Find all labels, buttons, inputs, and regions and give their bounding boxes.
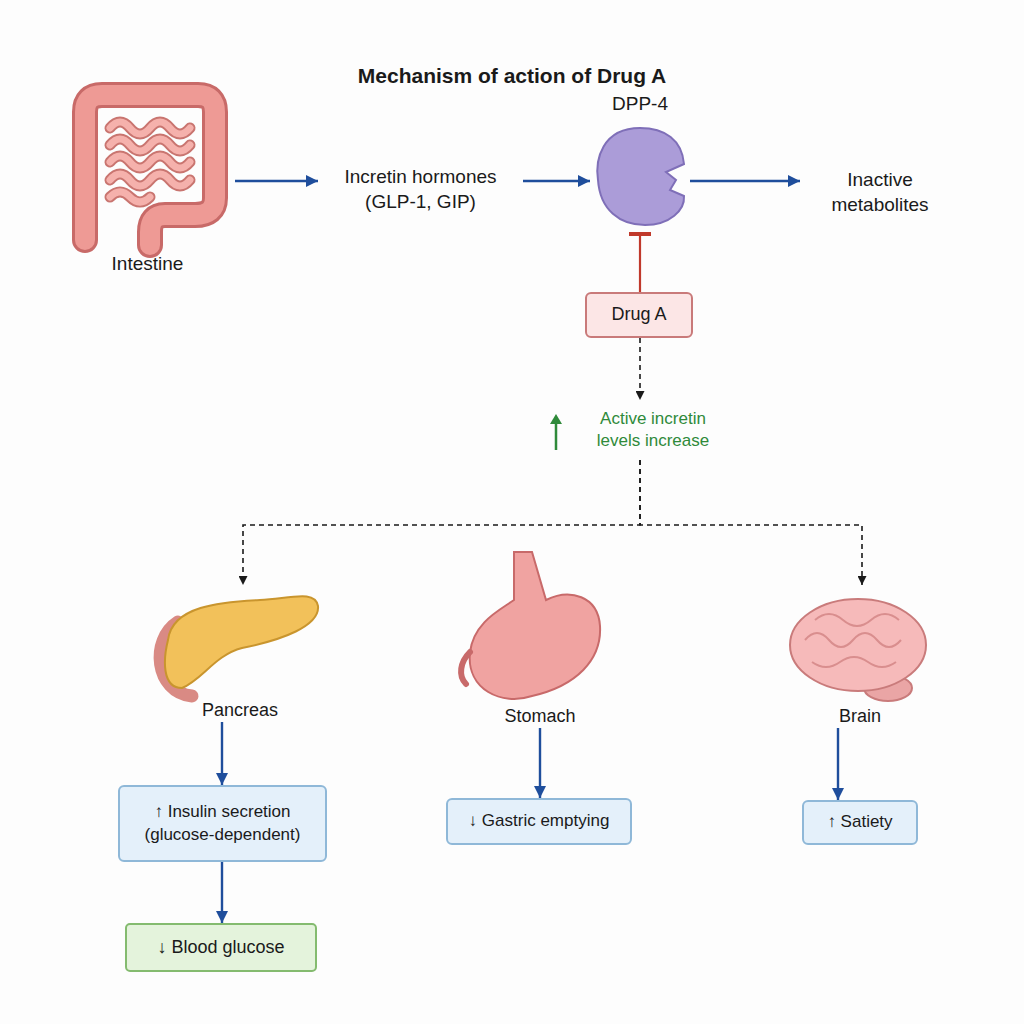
flow-arrow (539, 728, 541, 798)
metabolite-label: Inactive metabolites (800, 160, 960, 226)
flow-arrow (837, 728, 839, 800)
flow-arrow (640, 460, 862, 585)
dpp4-enzyme (597, 128, 684, 225)
flow-arrow (221, 722, 223, 785)
pancreas-illustration (165, 596, 318, 688)
flow-arrow (690, 180, 800, 182)
increase-arrow (555, 422, 558, 450)
drug-box: Drug A (585, 292, 693, 338)
node-text: ↓ Gastric emptying (469, 810, 610, 832)
brain-gyri (805, 614, 901, 667)
node-text: Brain (839, 705, 881, 728)
effect-box: ↑ Satiety (802, 800, 918, 845)
flow-arrow (221, 862, 223, 923)
node-text: Incretin hormones (GLP-1, GIP) (318, 165, 523, 214)
effect-label: Active incretin levels increase (578, 400, 728, 460)
flow-arrow (243, 460, 640, 585)
organ-illustration: Pancreas (150, 585, 330, 722)
node-text: Intestine (112, 252, 184, 277)
organ-illustration: Brain (780, 585, 940, 728)
effect-box: ↓ Gastric emptying (446, 798, 632, 845)
brain-illustration (790, 599, 926, 691)
node-text: Inactive metabolites (800, 168, 960, 217)
large-intestine-outline (85, 95, 215, 245)
organ-illustration: Stomach (455, 548, 625, 728)
node-text: ↑ Insulin secretion (glucose-dependent) (120, 801, 325, 845)
large-intestine (85, 95, 215, 245)
flow-arrow (235, 180, 318, 182)
duodenum (461, 652, 470, 684)
enzyme-node: DPP-4 (590, 92, 690, 234)
diagram-title: Mechanism of action of Drug A (0, 64, 1024, 88)
organ-illustration: Intestine (60, 85, 235, 277)
node-text: ↑ Satiety (827, 811, 892, 833)
node-text: ↓ Blood glucose (157, 936, 284, 959)
node-text: Drug A (611, 303, 666, 326)
small-intestine (110, 122, 190, 202)
flow-arrow (639, 338, 641, 400)
node-text: Stomach (504, 705, 575, 728)
outcome-box: ↓ Blood glucose (125, 923, 317, 972)
node-text: DPP-4 (612, 92, 668, 117)
flow-arrow (523, 180, 590, 182)
increase-arrow-head (550, 414, 562, 424)
node-text: Active incretin levels increase (578, 408, 728, 452)
node-text: Pancreas (202, 699, 278, 722)
hormone-label: Incretin hormones (GLP-1, GIP) (318, 160, 523, 220)
inhibition-line (639, 234, 641, 292)
effect-box: ↑ Insulin secretion (glucose-dependent) (118, 785, 327, 862)
small-intestine-outline (110, 122, 190, 202)
stomach-illustration (470, 552, 600, 699)
